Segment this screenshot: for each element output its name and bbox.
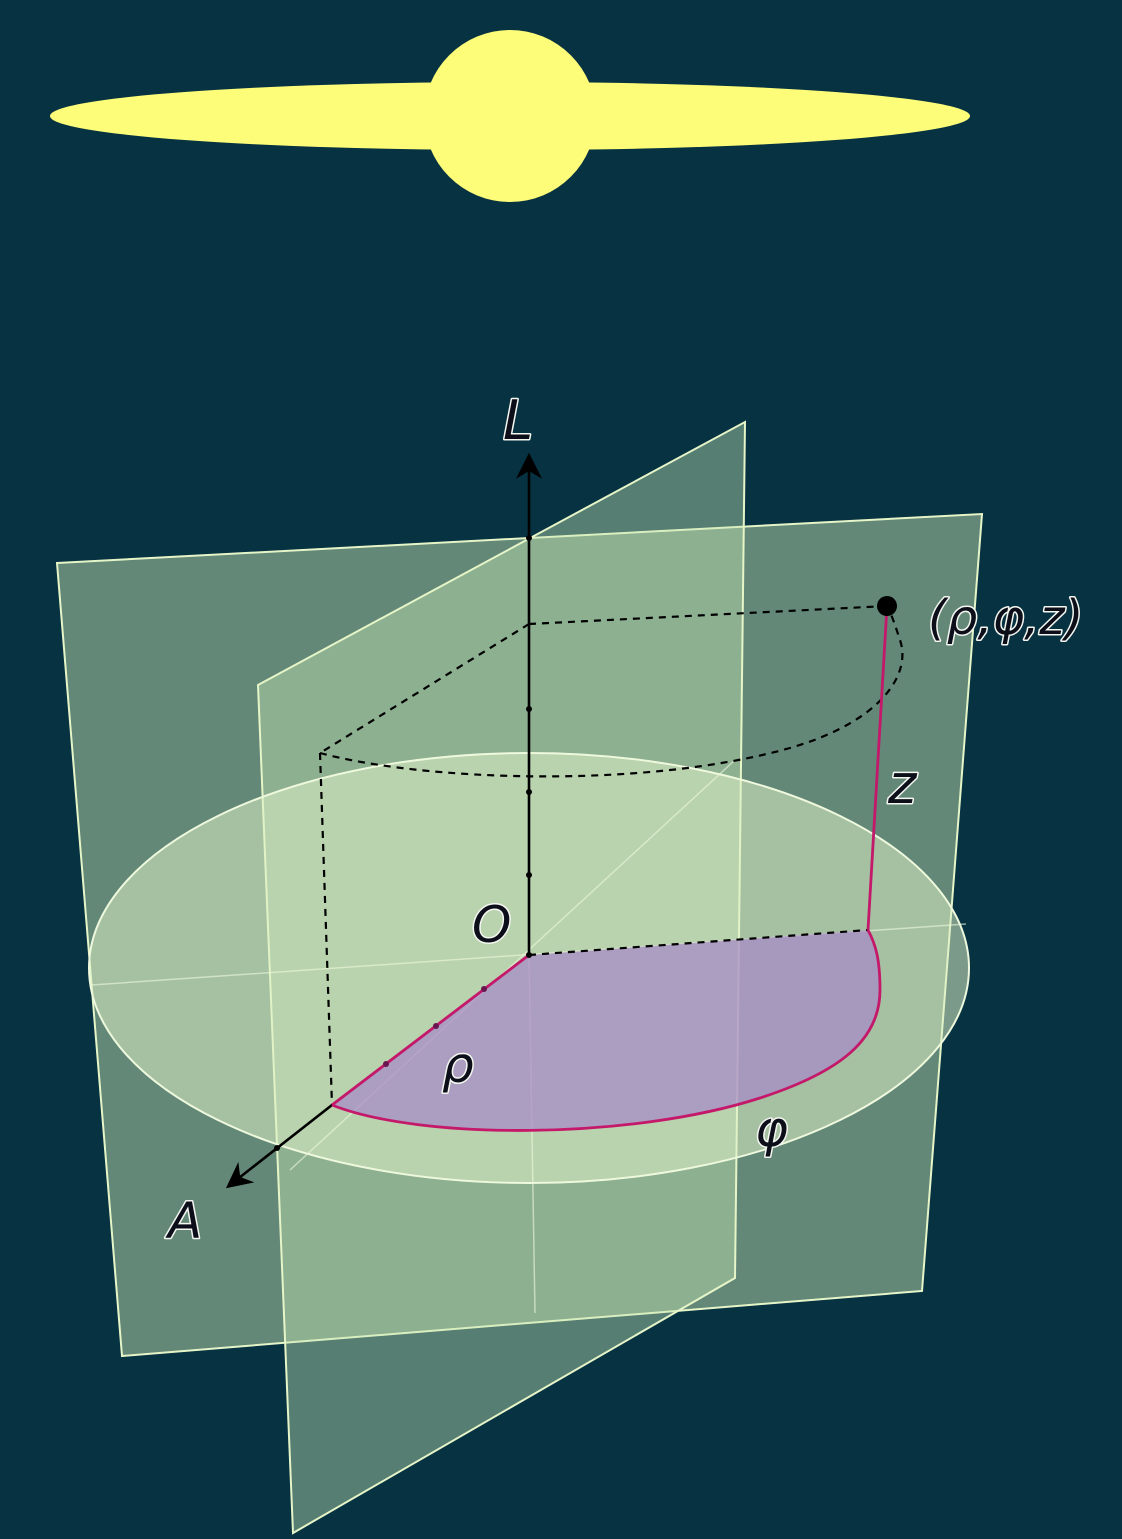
radial-axis: [225, 1103, 333, 1189]
badge-shape: [50, 30, 970, 202]
origin-point: [526, 952, 532, 958]
cylinder-construction-lines: [318, 604, 904, 1106]
label-phi: φ: [755, 1100, 788, 1158]
rho-segment: [331, 953, 530, 1107]
angle-sector: [332, 930, 880, 1131]
vertical-axis-ticks: [526, 535, 532, 878]
label-rho: ρ: [442, 1036, 474, 1094]
label-point: (ρ,φ,z): [928, 590, 1083, 646]
coordinate-path: [331, 605, 889, 1132]
radial-axis-tick: [274, 1145, 280, 1151]
label-vertical-axis: L: [503, 389, 533, 452]
phi-arc: [331, 929, 882, 1132]
label-z: z: [887, 753, 918, 816]
label-origin: O: [472, 896, 511, 954]
point-marker: [877, 596, 897, 616]
rho-ticks: [383, 986, 487, 1067]
label-radial-axis: A: [165, 1192, 202, 1250]
z-segment: [866, 605, 889, 931]
